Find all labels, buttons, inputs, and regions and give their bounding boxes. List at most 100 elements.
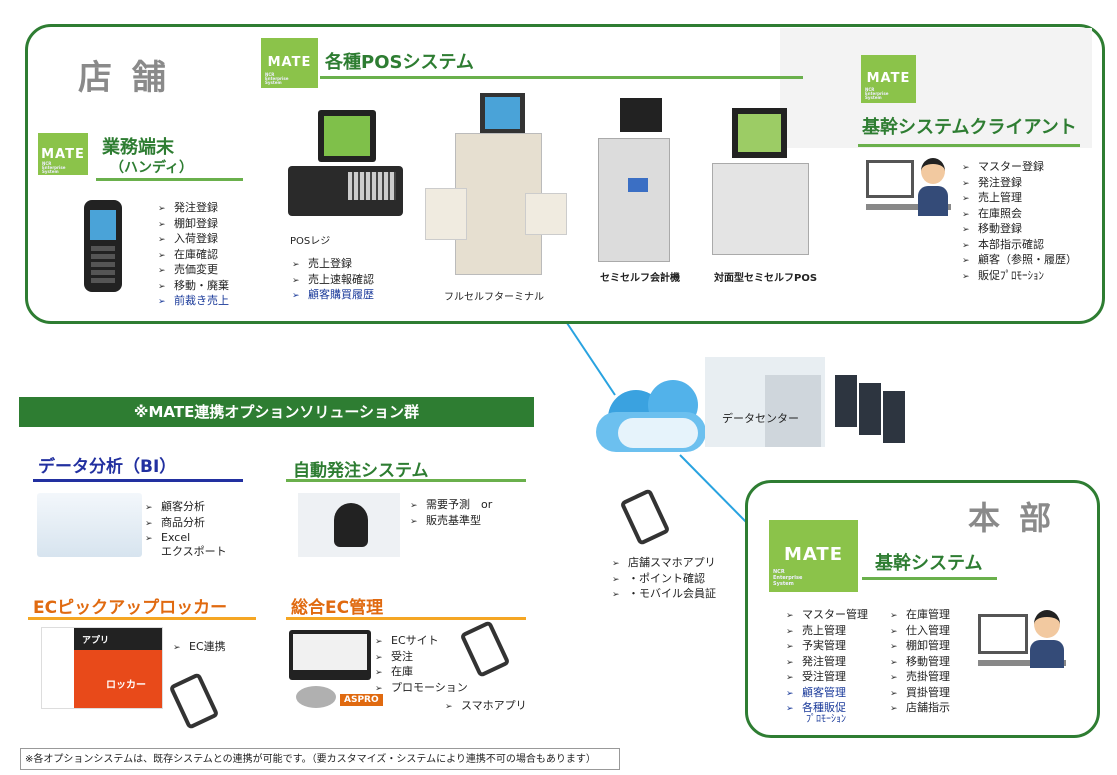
full-self-terminal-label: フルセルフターミナル <box>444 292 544 303</box>
datacenter-building-image <box>705 357 825 447</box>
list-item: ➢顧客（参照・履歴） <box>962 253 1077 269</box>
arrow-bullet-icon: ➢ <box>158 250 166 261</box>
list-item: ➢棚卸管理 <box>890 639 950 655</box>
database-icon <box>296 686 336 708</box>
client-function-list: ➢マスター登録➢発注登録➢売上管理➢在庫照会➢移動登録➢本部指示確認➢顧客（参照… <box>962 160 1077 284</box>
arrow-bullet-icon: ➢ <box>890 657 898 668</box>
hq-promotion-tail: ﾌﾟﾛﾓｰｼｮﾝ <box>806 714 846 725</box>
ec-app-list: ➢スマホアプリ <box>445 699 527 715</box>
datacenter-label: データセンター <box>722 412 799 425</box>
list-item: ➢Excel <box>145 531 205 547</box>
list-item: ➢売掛管理 <box>890 670 950 686</box>
list-item: ➢受注 <box>375 650 468 666</box>
arrow-bullet-icon: ➢ <box>375 652 383 663</box>
arrow-bullet-icon: ➢ <box>375 637 383 647</box>
arrow-bullet-icon: ➢ <box>962 225 970 235</box>
list-item: ➢売上管理 <box>786 624 868 640</box>
arrow-bullet-icon: ➢ <box>786 688 794 699</box>
aspro-logo: ASPRO <box>340 694 383 706</box>
ec-function-list: ➢ECサイト➢受注➢在庫➢プロモーション <box>375 634 468 696</box>
client-title: 基幹システムクライアント <box>862 117 1077 138</box>
arrow-bullet-icon: ➢ <box>890 704 898 714</box>
handy-terminal-image <box>84 200 122 292</box>
arrow-bullet-icon: ➢ <box>158 204 166 214</box>
list-item: ➢移動登録 <box>962 222 1077 238</box>
pos-register-label: POSレジ <box>290 236 331 247</box>
list-item: ➢売上速報確認 <box>292 273 374 289</box>
arrow-bullet-icon: ➢ <box>292 291 300 301</box>
arrow-bullet-icon: ➢ <box>890 626 898 637</box>
client-underline <box>858 144 1080 147</box>
hq-pc-user-image <box>978 608 1068 670</box>
arrow-bullet-icon: ➢ <box>890 688 898 699</box>
list-item: ➢マスター登録 <box>962 160 1077 176</box>
list-item: ➢店舗スマホアプリ <box>612 556 716 572</box>
list-item: ➢前裁き売上 <box>158 294 229 310</box>
pos-title: 各種POSシステム <box>325 52 474 73</box>
bi-title: データ分析（BI） <box>38 457 177 477</box>
list-item: ➢本部指示確認 <box>962 238 1077 254</box>
hq-title: 本 部 <box>968 499 1056 537</box>
arrow-bullet-icon: ➢ <box>173 643 181 653</box>
handy-subtitle: （ハンディ） <box>110 160 194 176</box>
hq-underline <box>862 577 997 580</box>
list-item: ➢・ポイント確認 <box>612 572 716 588</box>
arrow-bullet-icon: ➢ <box>375 683 383 694</box>
mate-logo-client: MATE NCR Enterprise System <box>861 55 916 103</box>
locker-function-list: ➢EC連携 <box>173 640 226 656</box>
arrow-bullet-icon: ➢ <box>612 574 620 585</box>
auto-order-title: 自動発注システム <box>293 461 429 481</box>
semi-self-checkout-label: セミセルフ会計機 <box>600 273 680 284</box>
face-semi-self-pos-label: 対面型セミセルフPOS <box>714 273 818 284</box>
list-item: ➢マスター管理 <box>786 608 868 624</box>
arrow-bullet-icon: ➢ <box>145 503 153 513</box>
bi-function-list: ➢顧客分析➢商品分析➢Excel <box>145 500 205 547</box>
arrow-bullet-icon: ➢ <box>786 673 794 683</box>
list-item: ➢商品分析 <box>145 516 205 532</box>
arrow-bullet-icon: ➢ <box>786 642 794 652</box>
mate-logo-hq: MATE NCR Enterprise System <box>769 520 858 592</box>
list-item: ➢プロモーション <box>375 681 468 697</box>
ec-title: 総合EC管理 <box>291 598 384 618</box>
list-item: ➢スマホアプリ <box>445 699 527 715</box>
list-item: ➢ECサイト <box>375 634 468 650</box>
cloud-hq-line <box>679 454 753 529</box>
arrow-bullet-icon: ➢ <box>145 518 153 529</box>
options-banner: ※MATE連携オプションソリューション群 <box>19 397 534 427</box>
mate-logo-handy: MATE NCR Enterprise System <box>38 133 88 175</box>
list-item: ➢需要予測 or <box>410 498 492 514</box>
locker-title: ECピックアップロッカー <box>33 598 228 618</box>
arrow-bullet-icon: ➢ <box>786 626 794 637</box>
list-item: ➢発注登録 <box>158 201 229 217</box>
pos-register-image <box>288 110 408 230</box>
arrow-bullet-icon: ➢ <box>445 702 453 712</box>
list-item: ➢買掛管理 <box>890 686 950 702</box>
list-item: ➢発注管理 <box>786 655 868 671</box>
arrow-bullet-icon: ➢ <box>962 178 970 189</box>
ec-monitor-image <box>289 630 371 680</box>
arrow-bullet-icon: ➢ <box>410 501 418 511</box>
arrow-bullet-icon: ➢ <box>962 194 970 204</box>
list-item: ➢販促ﾌﾟﾛﾓｰｼｮﾝ <box>962 269 1077 285</box>
handy-function-list: ➢発注登録➢棚卸登録➢入荷登録➢在庫確認➢売価変更➢移動・廃棄➢前裁き売上 <box>158 201 229 310</box>
bi-dashboard-image <box>37 493 142 557</box>
arrow-bullet-icon: ➢ <box>158 219 166 230</box>
auto-order-function-list: ➢需要予測 or➢販売基準型 <box>410 498 492 529</box>
arrow-bullet-icon: ➢ <box>292 260 300 270</box>
list-item: ➢入荷登録 <box>158 232 229 248</box>
arrow-bullet-icon: ➢ <box>292 275 300 286</box>
handy-title: 業務端末 <box>102 137 174 158</box>
list-item: ➢発注登録 <box>962 176 1077 192</box>
list-item: ➢売価変更 <box>158 263 229 279</box>
list-item: ➢顧客分析 <box>145 500 205 516</box>
list-item: ➢売上登録 <box>292 257 374 273</box>
list-item: ➢予実管理 <box>786 639 868 655</box>
list-item: ➢EC連携 <box>173 640 226 656</box>
hq-function-list-1: ➢マスター管理➢売上管理➢予実管理➢発注管理➢受注管理➢顧客管理➢各種販促 <box>786 608 868 717</box>
handy-underline <box>96 178 243 181</box>
arrow-bullet-icon: ➢ <box>410 516 418 527</box>
store-title: 店 舗 <box>78 58 170 98</box>
arrow-bullet-icon: ➢ <box>962 209 970 220</box>
locker-underline <box>28 617 256 620</box>
